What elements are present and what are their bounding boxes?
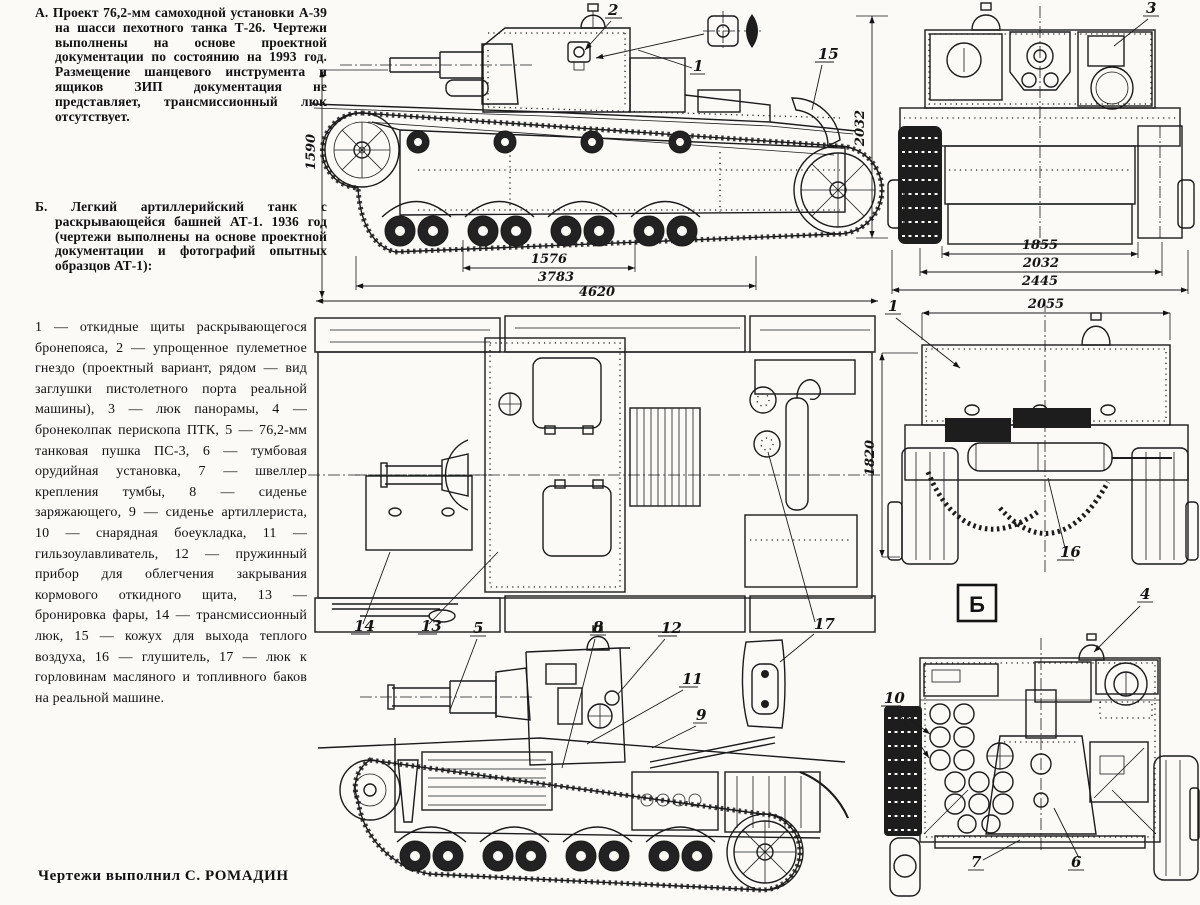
dim-1576: 1576 — [531, 252, 567, 267]
drawing-at1-cutaway: 5 8 12 11 9 — [317, 618, 849, 893]
drawing-at1-interior-rear: 10 7 6 — [881, 633, 1200, 897]
parts-legend: 1 — откидные щиты раскрывающегося бронеп… — [35, 320, 307, 706]
callout-13: 13 — [421, 617, 442, 635]
callout-16: 16 — [1060, 543, 1081, 561]
drawing-plan-view: 14 13 17 — [308, 315, 882, 663]
dim-3783: 3783 — [538, 270, 574, 285]
callout-17: 17 — [814, 615, 835, 633]
callout-11: 11 — [682, 670, 703, 688]
callout-1-at1: 1 — [888, 297, 898, 315]
dim-2032-width: 2032 — [1022, 256, 1059, 271]
dim-1590: 1590 — [304, 134, 319, 170]
drawing-a39-rear-view: 3 1855 2032 2445 — [887, 0, 1195, 294]
section-letter: Б — [969, 592, 985, 617]
dim-4620: 4620 — [579, 285, 615, 300]
callout-8: 8 — [593, 618, 604, 636]
callout-10: 10 — [884, 689, 905, 707]
dim-2055: 2055 — [1027, 297, 1064, 312]
callout-1: 1 — [693, 57, 703, 75]
callout-12: 12 — [661, 619, 682, 637]
callout-15: 15 — [818, 45, 839, 63]
callout-7: 7 — [971, 853, 982, 871]
callout-9: 9 — [696, 706, 707, 724]
section-letter-box — [956, 583, 998, 623]
callout-4: 4 — [1140, 585, 1150, 603]
drawing-at1-rear-view: 2055 1820 1 16 Б 4 — [863, 297, 1199, 653]
callout-5: 5 — [473, 619, 483, 637]
callout-6: 6 — [1071, 853, 1082, 871]
dim-2445: 2445 — [1021, 274, 1058, 289]
note-a: А. Проект 76,2-мм самоходной установки А… — [35, 5, 327, 124]
callout-14: 14 — [354, 617, 375, 635]
dim-1820: 1820 — [863, 440, 878, 476]
dim-2032-height: 2032 — [853, 110, 868, 147]
dim-1855: 1855 — [1022, 238, 1058, 253]
credit-line: Чертежи выполнил С. РОМАДИН — [38, 868, 289, 884]
callout-3: 3 — [1146, 0, 1156, 17]
blueprint-canvas: 2 1 15 1590 2032 1576 3783 — [304, 0, 1200, 897]
note-b: Б. Легкий артиллерийский танк с раскрыва… — [35, 199, 327, 274]
callout-2: 2 — [607, 1, 618, 19]
drawing-a39-side-view: 2 1 15 1590 2032 1576 3783 — [304, 1, 888, 304]
